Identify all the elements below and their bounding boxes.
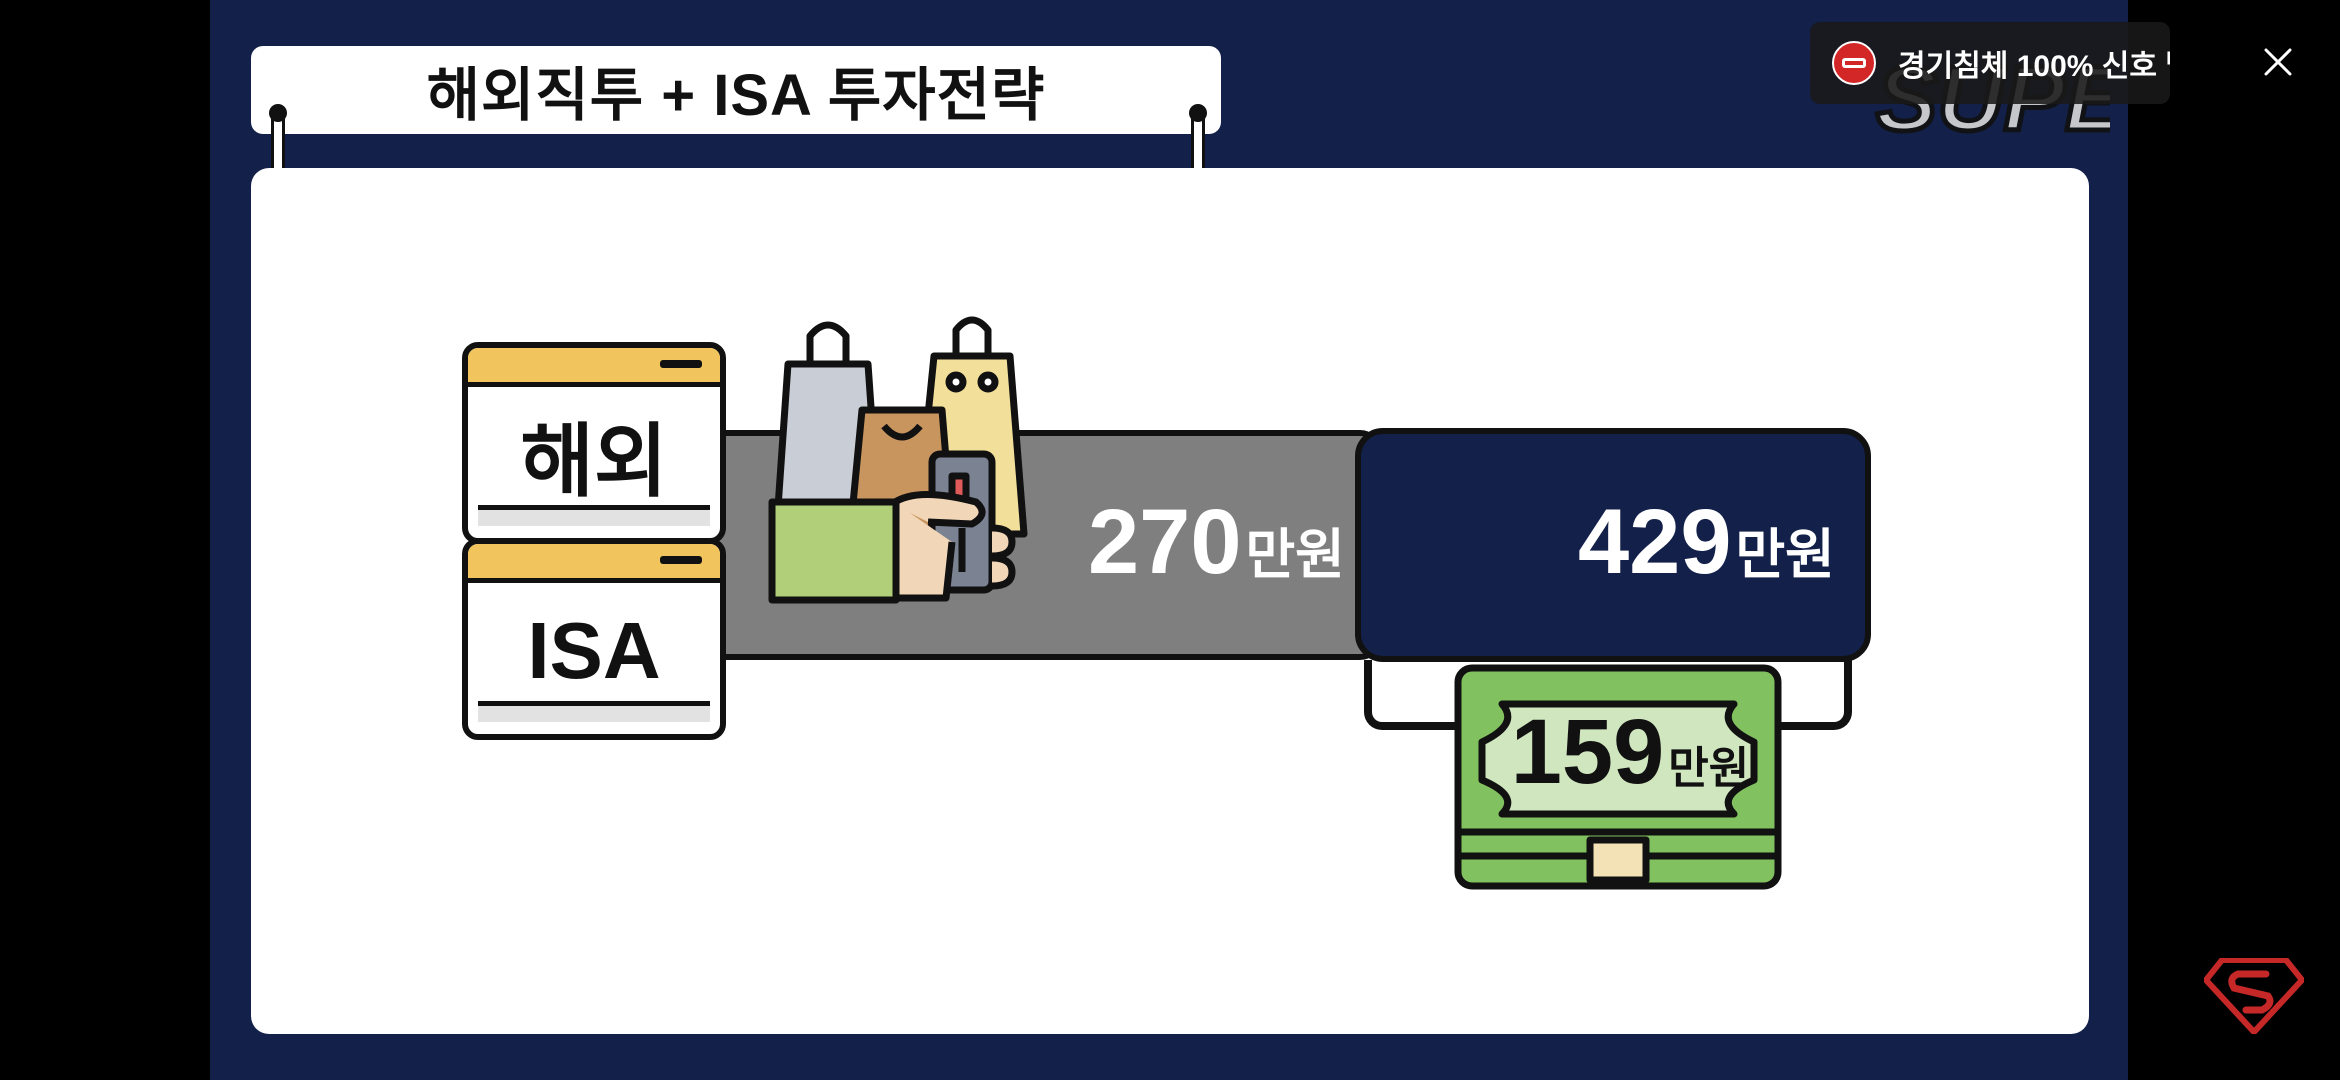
close-icon [2264, 48, 2292, 76]
total-bar [1355, 428, 1871, 662]
gray-bar-amount: 270만원 [1088, 490, 1345, 595]
navy-bar-amount-unit: 만원 [1735, 525, 1835, 585]
label-overseas-text: 해외 [520, 417, 668, 506]
recommended-video-title: 경기침체 100% 신호 발 [1898, 50, 2170, 83]
gray-bar-amount-unit: 만원 [1245, 525, 1345, 585]
gray-bar-amount-number: 270 [1088, 491, 1242, 593]
recommended-video-banner[interactable]: 경기침체 100% 신호 발 [1810, 22, 2170, 104]
binder-ring-right [1189, 104, 1207, 200]
navy-bar-amount: 429만원 [1578, 490, 1835, 595]
channel-avatar [1832, 41, 1876, 85]
navy-bar-amount-number: 429 [1578, 491, 1732, 593]
label-isa-text: ISA [527, 606, 661, 695]
money-amount-unit: 만원 [1668, 744, 1750, 793]
label-isa: ISA [462, 538, 726, 740]
close-button[interactable] [2256, 40, 2300, 84]
label-overseas: 해외 [462, 342, 726, 544]
money-amount-number: 159 [1510, 701, 1665, 803]
superman-logo-icon [2204, 958, 2304, 1034]
slide-title: 해외직투 + ISA 투자전략 [251, 46, 1221, 134]
money-bill-icon [1454, 664, 1782, 890]
shopping-card-icon [768, 316, 1028, 604]
